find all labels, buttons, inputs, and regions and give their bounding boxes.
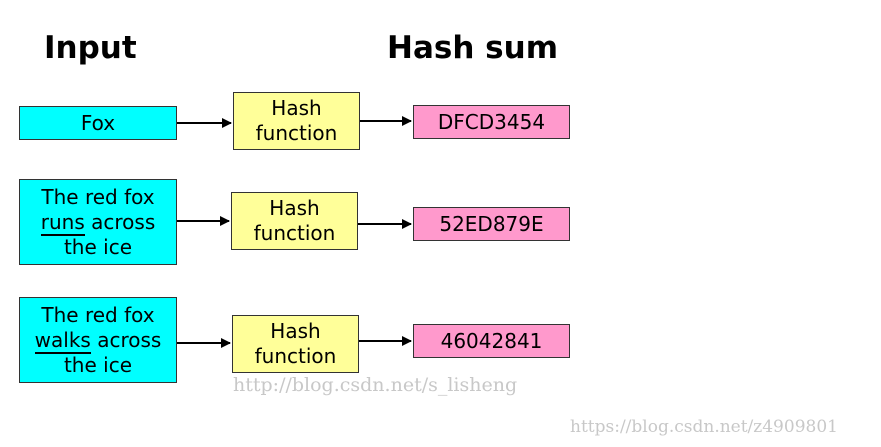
- hash-sum-heading: Hash sum: [387, 30, 558, 66]
- input-box-runs: The red fox runs across the ice: [19, 179, 177, 265]
- changed-word: runs: [40, 209, 85, 236]
- function-label-line2: function: [254, 344, 337, 368]
- input-text: Fox: [80, 110, 116, 135]
- hash-output-value: 46042841: [440, 328, 543, 353]
- hash-function-box: Hash function: [231, 192, 358, 250]
- function-label-line2: function: [253, 221, 336, 245]
- function-label-line1: Hash: [271, 96, 322, 120]
- input-box-fox: Fox: [19, 106, 177, 140]
- hash-output-value: 52ED879E: [439, 211, 544, 236]
- function-label-line1: Hash: [270, 319, 321, 343]
- hash-output-box: 46042841: [413, 324, 570, 358]
- watermark-text: https://blog.csdn.net/z4909801: [570, 417, 838, 437]
- watermark-text: http://blog.csdn.net/s_lisheng: [233, 374, 518, 396]
- hash-function-box: Hash function: [232, 315, 359, 373]
- input-heading: Input: [44, 30, 137, 66]
- input-text-line2: walks across: [34, 327, 162, 354]
- input-text-line2: runs across: [40, 209, 156, 236]
- function-label-line1: Hash: [269, 196, 320, 220]
- hash-output-box: DFCD3454: [413, 105, 570, 139]
- input-text-line1: The red fox: [41, 184, 155, 209]
- hash-output-box: 52ED879E: [413, 207, 570, 241]
- hash-output-value: DFCD3454: [437, 109, 546, 134]
- changed-word: walks: [34, 327, 91, 354]
- hash-function-box: Hash function: [233, 92, 360, 150]
- input-box-walks: The red fox walks across the ice: [19, 297, 177, 383]
- input-text-line3: the ice: [63, 234, 133, 259]
- input-text-line1: The red fox: [41, 302, 155, 327]
- input-text-line3: the ice: [63, 352, 133, 377]
- function-label-line2: function: [255, 121, 338, 145]
